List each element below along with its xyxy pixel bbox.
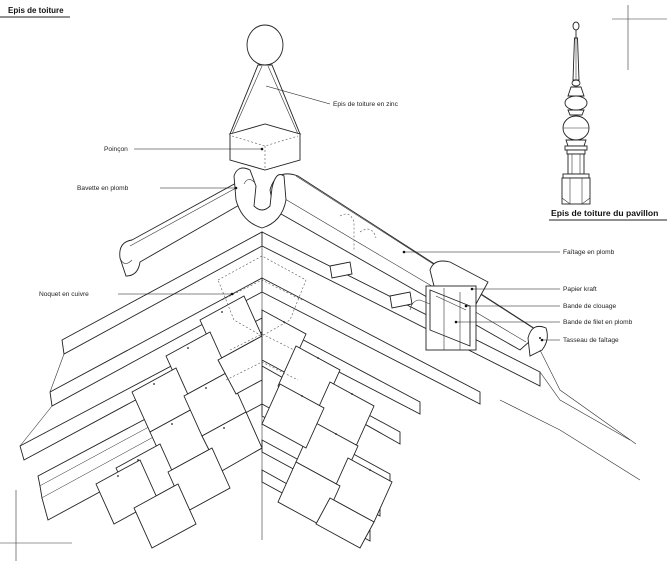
pavillon-title: Epis de toiture du pavillon <box>551 208 658 218</box>
label-faitage: Faîtage en plomb <box>563 249 615 256</box>
label-tasseau: Tasseau de faîtage <box>563 337 619 344</box>
labels: Epis de toiture en zinc Poinçon Bavette … <box>39 85 633 344</box>
left-slates <box>95 295 263 549</box>
label-papier: Papier kraft <box>563 286 597 293</box>
ridge-end-roll <box>527 325 637 445</box>
diagram-title: Epis de toiture <box>8 6 64 15</box>
label-bavette: Bavette en plomb <box>77 185 129 192</box>
label-epis-zinc: Epis de toiture en zinc <box>333 101 399 108</box>
right-slates <box>261 309 393 549</box>
title-block: Epis de toiture <box>0 6 70 18</box>
label-filet: Bande de filet en plomb <box>563 319 633 326</box>
label-poincon: Poinçon <box>104 146 128 153</box>
pavillon-title-block: Epis de toiture du pavillon <box>549 208 667 221</box>
roof-ridge-drawing <box>19 24 641 549</box>
copper-noquet <box>217 255 307 381</box>
finial-drawing <box>561 21 591 205</box>
ridge-finial <box>228 24 302 229</box>
label-noquet: Noquet en cuivre <box>39 291 89 298</box>
frame-marks <box>0 5 667 561</box>
ridge-section <box>329 260 489 351</box>
label-clouage: Bande de clouage <box>563 303 616 310</box>
